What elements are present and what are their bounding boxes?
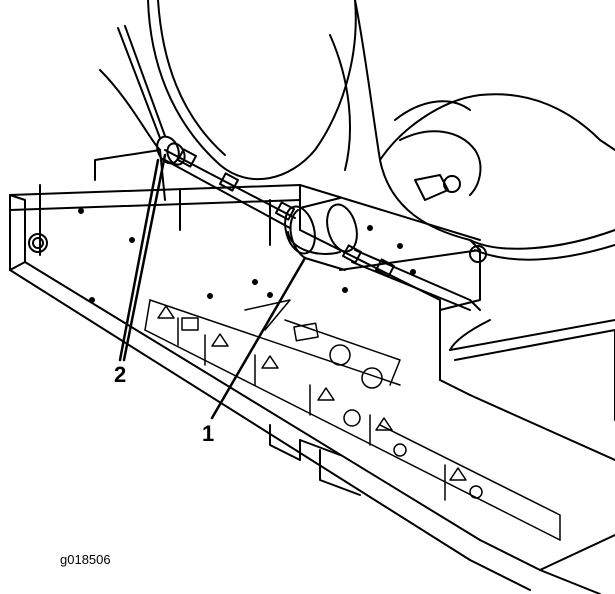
mount-bracket <box>269 424 361 496</box>
fuel-line <box>156 135 481 311</box>
frame <box>9 149 615 594</box>
callout-hose-clamp: 2 <box>114 362 127 387</box>
safety-decal-strip <box>144 299 561 541</box>
fitting <box>414 174 487 263</box>
wire <box>117 25 166 139</box>
callout-leaders <box>118 153 307 420</box>
figure-id: g018506 <box>60 552 111 567</box>
callout-fuel-filter: 1 <box>202 421 215 446</box>
machine-body-outline <box>99 0 615 261</box>
